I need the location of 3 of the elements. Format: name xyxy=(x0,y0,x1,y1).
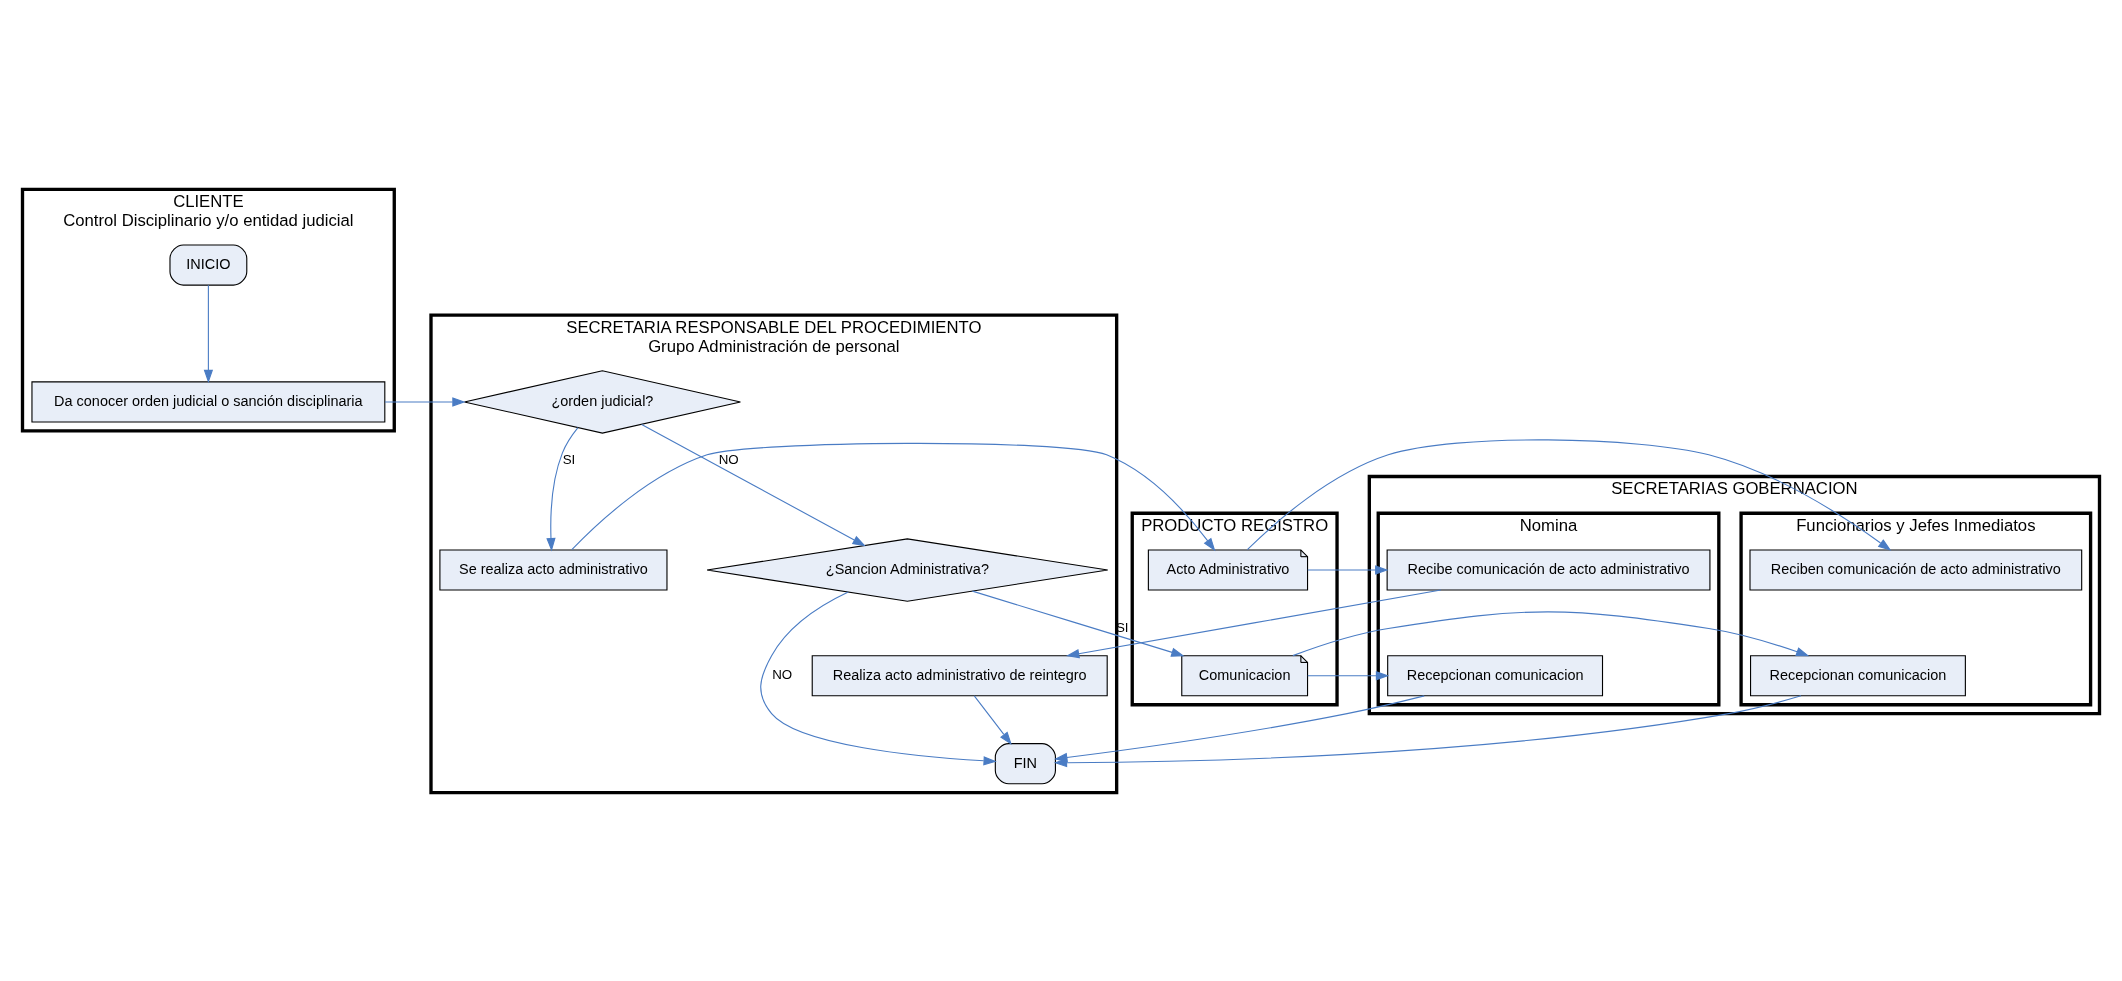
edge-label: NO xyxy=(772,666,793,682)
edge-label: NO xyxy=(718,451,739,467)
edge-label: SI xyxy=(562,451,576,467)
